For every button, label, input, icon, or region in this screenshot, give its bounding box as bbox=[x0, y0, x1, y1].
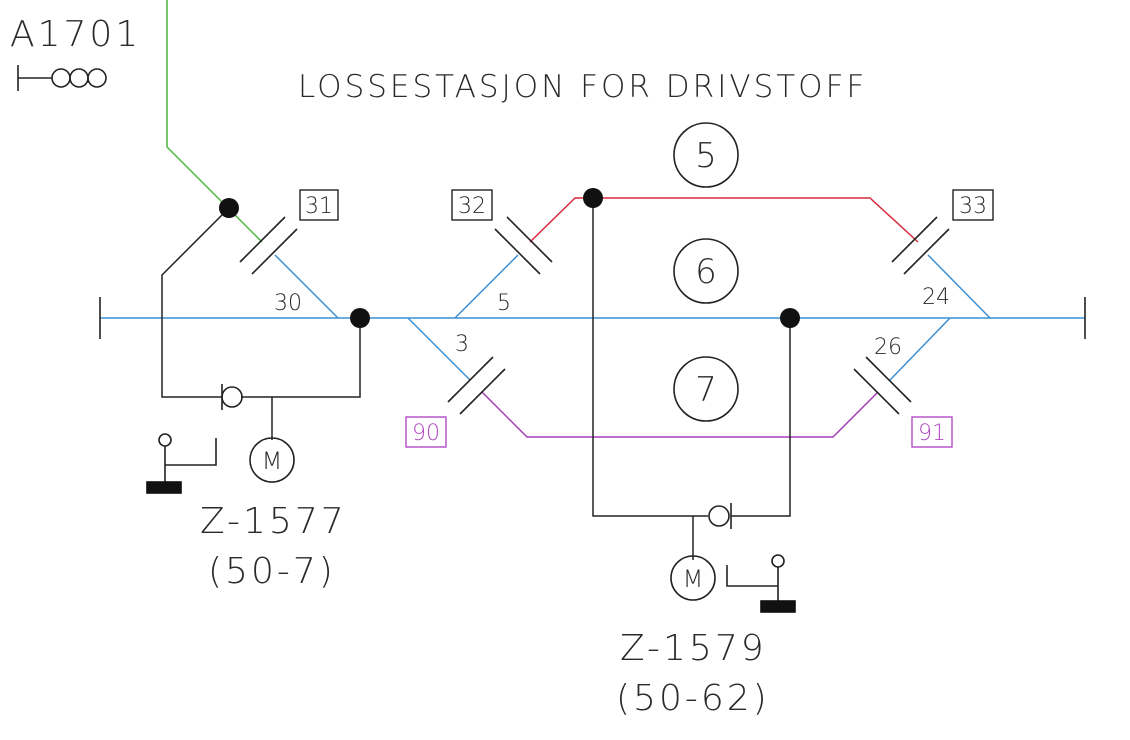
track-label-5: 5 bbox=[497, 291, 511, 316]
point-dot bbox=[350, 308, 370, 328]
right-machine-sub: (50-62) bbox=[616, 678, 770, 719]
svg-text:M: M bbox=[683, 565, 704, 593]
svg-text:90: 90 bbox=[412, 421, 440, 446]
left-machine-sub: (50-7) bbox=[208, 551, 336, 592]
motor-icon: M bbox=[249, 437, 295, 483]
track-circle-5: 5 bbox=[673, 122, 739, 188]
switch-box-31: 31 bbox=[299, 189, 339, 221]
diagram-title: LOSSESTASJON FOR DRIVSTOFF bbox=[298, 69, 867, 105]
lock-icon bbox=[221, 384, 243, 410]
switch-24-branch bbox=[927, 254, 991, 319]
switch-points bbox=[219, 188, 800, 328]
line-end-bars bbox=[99, 297, 1086, 339]
switch-lever-icon bbox=[146, 433, 217, 494]
right-machine: M Z-1579 (50-62) bbox=[616, 503, 796, 719]
switch-3-branch bbox=[407, 317, 471, 381]
switch-box-32: 32 bbox=[451, 189, 493, 221]
track-circle-6: 6 bbox=[673, 238, 739, 304]
red-track-5 bbox=[529, 197, 919, 243]
svg-text:31: 31 bbox=[305, 194, 333, 219]
purple-track-7 bbox=[481, 391, 879, 438]
station-id: A1701 bbox=[10, 14, 141, 55]
green-track bbox=[166, 0, 263, 243]
point-dot bbox=[780, 308, 800, 328]
switch-box-33: 33 bbox=[952, 189, 994, 221]
track-circle-7: 7 bbox=[673, 356, 739, 422]
track-label-26: 26 bbox=[874, 335, 902, 360]
point-dot bbox=[583, 188, 603, 208]
switch-lever-icon bbox=[726, 554, 796, 613]
svg-text:7: 7 bbox=[695, 370, 717, 410]
svg-text:32: 32 bbox=[458, 194, 486, 219]
switch-30-branch bbox=[274, 254, 339, 319]
right-machine-id: Z-1579 bbox=[620, 628, 767, 669]
svg-text:5: 5 bbox=[695, 136, 717, 176]
track-label-24: 24 bbox=[922, 285, 950, 310]
lock-icon bbox=[708, 503, 732, 529]
switch-blades bbox=[239, 216, 950, 415]
signal-icon bbox=[17, 65, 107, 91]
left-machine: M Z-1577 (50-7) bbox=[146, 384, 347, 592]
svg-text:6: 6 bbox=[695, 252, 717, 292]
switch-5-branch bbox=[454, 254, 519, 319]
switch-26-branch bbox=[889, 317, 951, 381]
track-label-30: 30 bbox=[274, 291, 302, 316]
track-label-3: 3 bbox=[455, 332, 469, 357]
left-machine-id: Z-1577 bbox=[200, 501, 347, 542]
svg-text:33: 33 bbox=[959, 194, 987, 219]
svg-text:M: M bbox=[262, 447, 283, 475]
control-wiring bbox=[161, 198, 791, 560]
switch-box-91: 91 bbox=[911, 416, 953, 448]
svg-text:91: 91 bbox=[918, 421, 946, 446]
switch-box-90: 90 bbox=[405, 416, 447, 448]
point-dot bbox=[219, 198, 239, 218]
motor-icon: M bbox=[670, 555, 716, 601]
